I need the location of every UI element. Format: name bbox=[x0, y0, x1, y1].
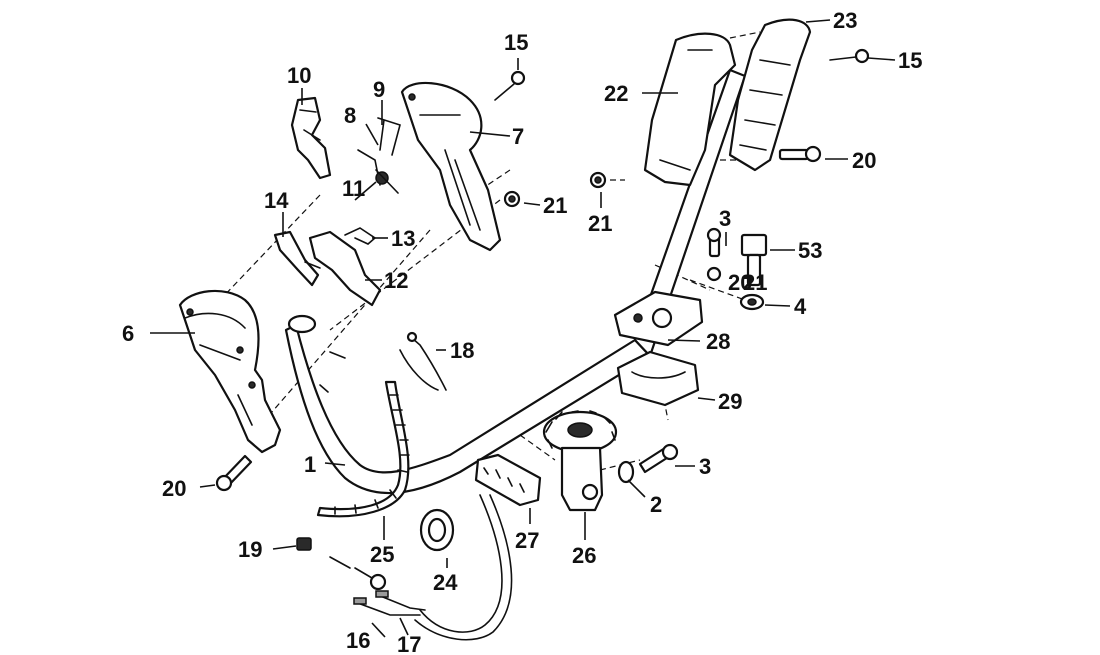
callout-17: 17 bbox=[397, 632, 421, 655]
part-3-screw-upper bbox=[706, 227, 722, 258]
part-28-clamp-upper bbox=[613, 290, 704, 347]
callout-4: 4 bbox=[794, 294, 807, 319]
callout-20-washer: 20 bbox=[728, 270, 752, 295]
callout-19: 19 bbox=[238, 537, 262, 562]
callout-16: 16 bbox=[346, 628, 370, 653]
callout-29: 29 bbox=[718, 389, 742, 414]
part-26-gear-bracket bbox=[542, 410, 618, 512]
part-21-washer-right bbox=[706, 266, 722, 282]
callout-22: 22 bbox=[604, 81, 628, 106]
part-18-wire-pair bbox=[399, 331, 447, 391]
callout-8: 8 bbox=[344, 103, 356, 128]
callout-1: 1 bbox=[304, 452, 316, 477]
part-7-throttle-housing bbox=[400, 81, 502, 252]
callout-3-lower: 3 bbox=[699, 454, 711, 479]
callout-labels: 1 2 3 3 4 6 7 8 9 10 11 12 13 14 15 15 1… bbox=[122, 8, 922, 655]
part-cable-adjuster bbox=[329, 556, 387, 591]
part-10-trigger bbox=[290, 96, 332, 180]
part-25-corrugated-conduit bbox=[316, 380, 410, 518]
part-16-terminal-wire bbox=[353, 597, 421, 616]
part-13-torsion-spring bbox=[344, 227, 377, 245]
callout-21-center: 21 bbox=[588, 211, 612, 236]
part-21-nut-center bbox=[589, 171, 607, 189]
part-20-screw-left bbox=[215, 454, 253, 492]
callout-11: 11 bbox=[342, 176, 365, 201]
callout-7: 7 bbox=[512, 124, 524, 149]
part-9-spring-plate bbox=[377, 117, 401, 156]
callout-15-left: 15 bbox=[504, 30, 528, 55]
part-15-screw-upper-right bbox=[829, 48, 870, 64]
part-53-bolt bbox=[740, 233, 768, 287]
callout-2: 2 bbox=[650, 492, 662, 517]
callout-26: 26 bbox=[572, 543, 596, 568]
part-23-grip-half bbox=[728, 18, 812, 172]
part-24-clip-ring bbox=[419, 508, 455, 552]
callout-53: 53 bbox=[798, 238, 822, 263]
callout-21-washer: 21 bbox=[743, 270, 767, 295]
leader-lines bbox=[150, 19, 896, 638]
part-17-terminal-wire bbox=[375, 590, 426, 611]
callout-6: 6 bbox=[122, 321, 134, 346]
callout-13: 13 bbox=[391, 226, 415, 251]
callout-20-right: 20 bbox=[852, 148, 876, 173]
part-2-washer bbox=[617, 460, 635, 484]
callout-3-upper: 3 bbox=[719, 206, 731, 231]
part-4-washer bbox=[739, 293, 765, 311]
callout-24: 24 bbox=[433, 570, 458, 595]
part-20-screw-right bbox=[778, 145, 822, 163]
throttle-cable bbox=[414, 494, 513, 641]
callout-15-right: 15 bbox=[898, 48, 922, 73]
part-11-spring bbox=[375, 169, 399, 194]
part-15-screw-upper-left bbox=[494, 70, 526, 101]
part-12-lever-lock bbox=[308, 230, 382, 307]
part-3-screw-lower bbox=[638, 443, 679, 474]
callout-18: 18 bbox=[450, 338, 474, 363]
callout-10: 10 bbox=[287, 63, 311, 88]
callout-27: 27 bbox=[515, 528, 539, 553]
callout-25: 25 bbox=[370, 542, 394, 567]
callout-14: 14 bbox=[264, 188, 289, 213]
part-22-grip-half bbox=[643, 32, 737, 187]
callout-9: 9 bbox=[373, 77, 385, 102]
part-6-handle-housing bbox=[178, 289, 282, 454]
callout-23: 23 bbox=[833, 8, 857, 33]
part-21-nut-left bbox=[503, 190, 521, 208]
callout-20-left: 20 bbox=[162, 476, 186, 501]
part-19-cable-nut bbox=[296, 537, 312, 551]
callout-12: 12 bbox=[384, 268, 408, 293]
part-14-stop-lever bbox=[273, 230, 321, 287]
callout-21-right: 21 bbox=[543, 193, 567, 218]
callout-28: 28 bbox=[706, 329, 730, 354]
part-27-cable-guide bbox=[474, 453, 542, 507]
part-29-clamp-lower bbox=[616, 350, 700, 407]
